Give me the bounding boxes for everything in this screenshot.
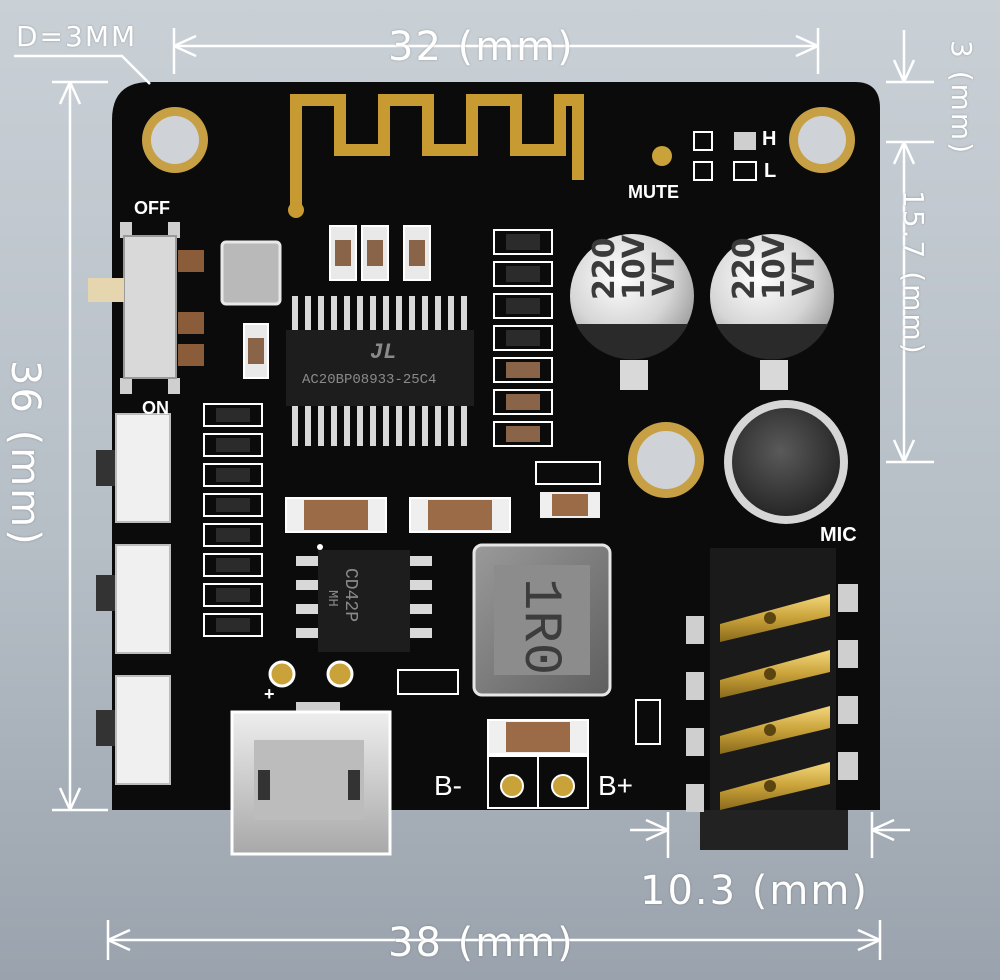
- top-passives: [329, 225, 431, 281]
- antenna-trace: [290, 94, 584, 210]
- cap-left-v3: VT: [647, 252, 682, 296]
- right-passive-column: [493, 229, 553, 447]
- amp-chip: [296, 544, 432, 652]
- amp-chip-line1: MH: [324, 590, 340, 607]
- mounting-hole-right: [789, 107, 855, 173]
- main-chip-text: AC20BP08933-25C4: [302, 372, 437, 388]
- cap-left-v2: 10V: [617, 235, 652, 300]
- mic-label: MIC: [820, 524, 857, 546]
- usb-connector: [230, 702, 392, 856]
- microphone: [724, 400, 848, 524]
- main-chip: [286, 296, 474, 446]
- side-button-2: [96, 544, 171, 654]
- cap-right-v3: VT: [787, 252, 822, 296]
- inductor: [472, 543, 612, 697]
- center-hole: [628, 422, 704, 498]
- cap-left-v1: 220: [587, 237, 622, 300]
- audio-jack: [686, 548, 858, 850]
- main-chip-logo: JL: [370, 340, 397, 365]
- big-resistors: [285, 497, 589, 755]
- capacitor-right: [710, 234, 834, 390]
- plus-label: +: [264, 684, 275, 704]
- mounting-hole-left: [142, 107, 208, 173]
- on-label: ON: [142, 398, 169, 418]
- h-label: H: [762, 128, 777, 150]
- amp-chip-line2: CD42P: [340, 568, 360, 623]
- crystal: [220, 240, 282, 306]
- left-height-label: 36 (mm): [2, 360, 48, 547]
- bottom-width-label: 38 (mm): [388, 920, 575, 966]
- hole-diameter-label: D=3MM: [16, 20, 138, 53]
- side-button-1: [96, 413, 171, 523]
- inductor-label: 1R0: [509, 578, 570, 676]
- right-offset-top-label: 3 (mm): [945, 40, 978, 156]
- mute-label: MUTE: [628, 182, 679, 202]
- cap-right-v2: 10V: [757, 235, 792, 300]
- dimension-lines: [14, 28, 934, 960]
- cap-right-v1: 220: [727, 237, 762, 300]
- jack-width-label: 10.3 (mm): [640, 868, 869, 914]
- hl-jumper: [693, 131, 757, 181]
- b-minus-label: B-: [434, 770, 462, 801]
- top-width-label: 32 (mm): [388, 24, 575, 70]
- b-plus-label: B+: [598, 770, 634, 801]
- off-label: OFF: [134, 198, 170, 218]
- side-button-3: [96, 675, 171, 785]
- right-offset-mid-label: 15.7 (mm): [897, 190, 930, 356]
- battery-pads: [487, 755, 589, 809]
- capacitor-left: [570, 234, 694, 390]
- slide-switch: [88, 222, 204, 394]
- left-passive-column: [203, 403, 263, 637]
- l-label: L: [764, 160, 777, 182]
